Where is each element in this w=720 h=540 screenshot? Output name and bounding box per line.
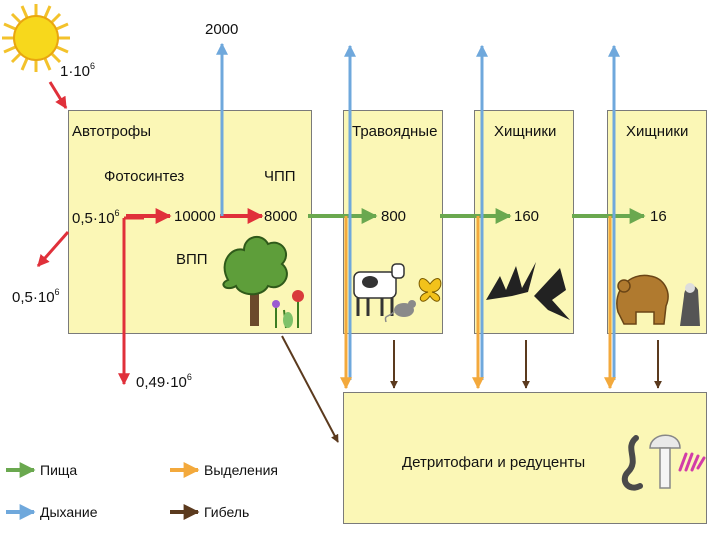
top-respiration-label: 2000 <box>205 21 239 38</box>
autotroph-input-label: 0,5·106 <box>72 208 120 227</box>
autotroph-death-arrow <box>281 335 339 443</box>
autotrophs-box <box>68 110 312 334</box>
bat-icon <box>486 262 536 300</box>
predators1-value: 160 <box>514 208 540 225</box>
butterfly-icon <box>418 278 442 302</box>
autotrophs-title: Автотрофы <box>72 123 152 140</box>
sun-input-arrow <box>48 81 68 110</box>
legend-respiration-label: Дыхание <box>40 504 98 520</box>
tree-icon <box>222 235 288 326</box>
predators2-value: 16 <box>650 208 667 225</box>
bear-icon <box>616 274 669 325</box>
legend-death-label: Гибель <box>204 504 250 520</box>
gpp-label: ВПП <box>176 251 208 268</box>
herbivores-value: 800 <box>381 208 407 225</box>
loss-bottom-label: 0,49·106 <box>136 372 192 391</box>
bird-icon <box>534 268 570 320</box>
predators1-title: Хищники <box>494 123 557 140</box>
npp-value: 8000 <box>264 208 298 225</box>
herbivores-title: Травоядные <box>352 123 438 140</box>
photosynthesis-label: Фотосинтез <box>104 168 185 185</box>
gpp-value: 10000 <box>174 208 216 225</box>
eagle-icon <box>680 283 700 326</box>
legend-food-label: Пища <box>40 462 78 478</box>
sun-icon <box>2 4 70 72</box>
cow-icon <box>353 263 405 316</box>
loss-left-label: 0,5·106 <box>12 287 60 306</box>
decomposers-title: Детритофаги и редуценты <box>402 454 586 471</box>
predators2-title: Хищники <box>626 123 689 140</box>
decomposers-box <box>343 392 707 524</box>
loss-left-arrow <box>36 231 70 267</box>
worm-icon <box>621 435 643 491</box>
mushroom-icon <box>649 434 681 489</box>
npp-label: ЧПП <box>264 168 296 185</box>
mouse-icon <box>384 300 416 323</box>
bacteria-icon <box>678 452 706 472</box>
legend-excretion-label: Выделения <box>204 462 278 478</box>
sun-energy-label: 1·106 <box>60 61 96 80</box>
flowers-icon <box>272 290 304 329</box>
